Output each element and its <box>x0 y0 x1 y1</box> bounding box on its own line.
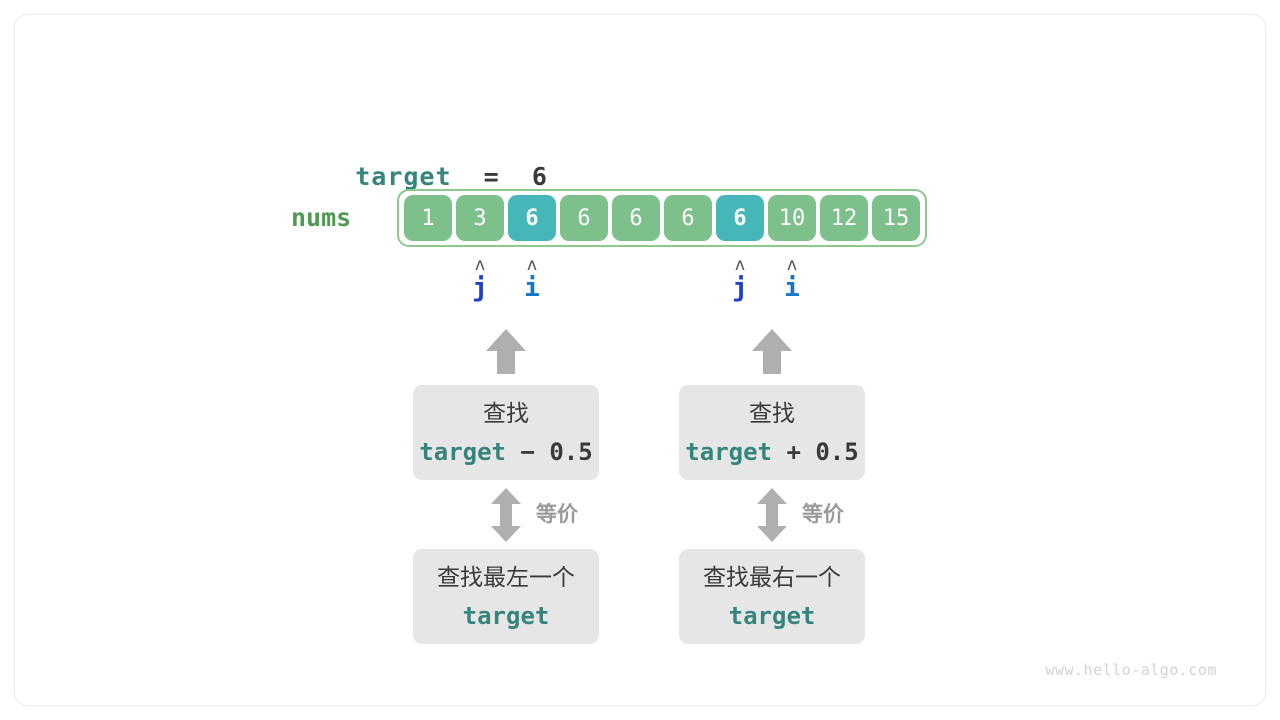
pointer-label: j <box>732 273 748 303</box>
lower-box-right-title: 查找最右一个 <box>703 564 841 591</box>
lower-box-left-title: 查找最左一个 <box>437 564 575 591</box>
spacer <box>500 162 532 191</box>
pointer-label: i <box>784 273 800 303</box>
lower-right-target-keyword: target <box>728 601 816 630</box>
equivalence-arrow-right <box>755 487 789 543</box>
up-arrow-left <box>484 327 528 375</box>
array-cell: 10 <box>768 195 816 241</box>
equals-sign <box>452 162 484 191</box>
array-cell: 3 <box>456 195 504 241</box>
upper-box-left: 查找 target − 0.5 <box>413 385 599 480</box>
upper-box-right-expression: target + 0.5 <box>685 435 858 469</box>
caret-icon: ʌ <box>526 255 538 275</box>
nums-label: nums <box>291 203 352 232</box>
upper-left-target-keyword: target <box>419 437 506 466</box>
pointer-label: i <box>524 273 540 303</box>
caret-icon: ʌ <box>734 255 746 275</box>
equivalence-label-right: 等价 <box>802 502 844 526</box>
array-cell: 12 <box>820 195 868 241</box>
upper-box-right: 查找 target + 0.5 <box>679 385 865 480</box>
array-cell: 6 <box>612 195 660 241</box>
upper-box-left-expression: target − 0.5 <box>419 435 592 469</box>
array-cell: 6 <box>508 195 556 241</box>
target-keyword: target <box>355 162 452 191</box>
target-expression: target = 6 <box>291 123 548 231</box>
array-cell: 6 <box>560 195 608 241</box>
upper-left-operator: − 0.5 <box>506 437 593 466</box>
upper-right-target-keyword: target <box>685 437 772 466</box>
pointer-label: j <box>472 273 488 303</box>
equals-operator: = <box>483 162 500 191</box>
upper-right-operator: + 0.5 <box>772 437 859 466</box>
array-cell: 1 <box>404 195 452 241</box>
lower-box-right-expression: target <box>729 599 816 633</box>
watermark: www.hello-algo.com <box>1045 661 1217 679</box>
lower-box-left: 查找最左一个 target <box>413 549 599 644</box>
caret-icon: ʌ <box>786 255 798 275</box>
array-cell: 6 <box>716 195 764 241</box>
equivalence-label-left: 等价 <box>536 502 578 526</box>
array-cell: 15 <box>872 195 920 241</box>
lower-box-left-expression: target <box>463 599 550 633</box>
lower-box-right: 查找最右一个 target <box>679 549 865 644</box>
upper-box-right-title: 查找 <box>749 400 795 427</box>
target-value: 6 <box>531 162 548 191</box>
lower-left-target-keyword: target <box>462 601 550 630</box>
up-arrow-right <box>750 327 794 375</box>
equivalence-arrow-left <box>489 487 523 543</box>
caret-icon: ʌ <box>474 255 486 275</box>
array-cell: 6 <box>664 195 712 241</box>
upper-box-left-title: 查找 <box>483 400 529 427</box>
